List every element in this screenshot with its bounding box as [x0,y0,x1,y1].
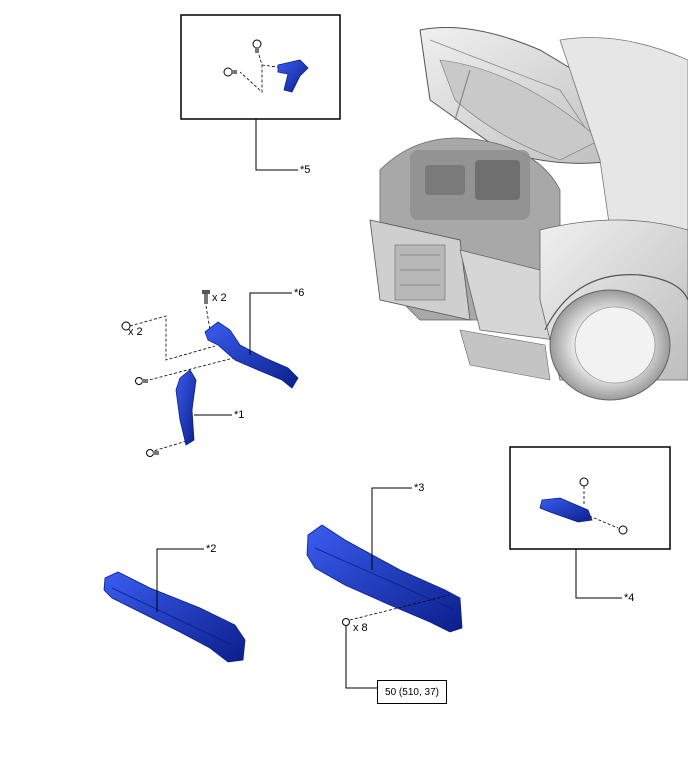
callout-4: *4 [624,592,635,604]
callout-3: *3 [414,482,425,494]
vehicle-illustration [369,27,688,401]
bumper-reinforcement [306,487,463,689]
absorber-beam [103,548,246,663]
torque-value: 50 (510, 37) [385,686,439,698]
quantity-left-bolt: x 2 [128,326,143,338]
quantity-top-bolt: x 2 [212,292,227,304]
callout-1: *1 [234,409,245,421]
bracket-assembly [121,290,299,457]
torque-spec: 50 (510, 37) [377,680,447,704]
quantity-bumper-bolt: x 8 [353,622,368,634]
detail-box-4 [509,446,671,599]
detail-box-5 [180,14,341,171]
callout-5: *5 [300,164,311,176]
callout-6: *6 [294,287,305,299]
callout-2: *2 [206,543,217,555]
